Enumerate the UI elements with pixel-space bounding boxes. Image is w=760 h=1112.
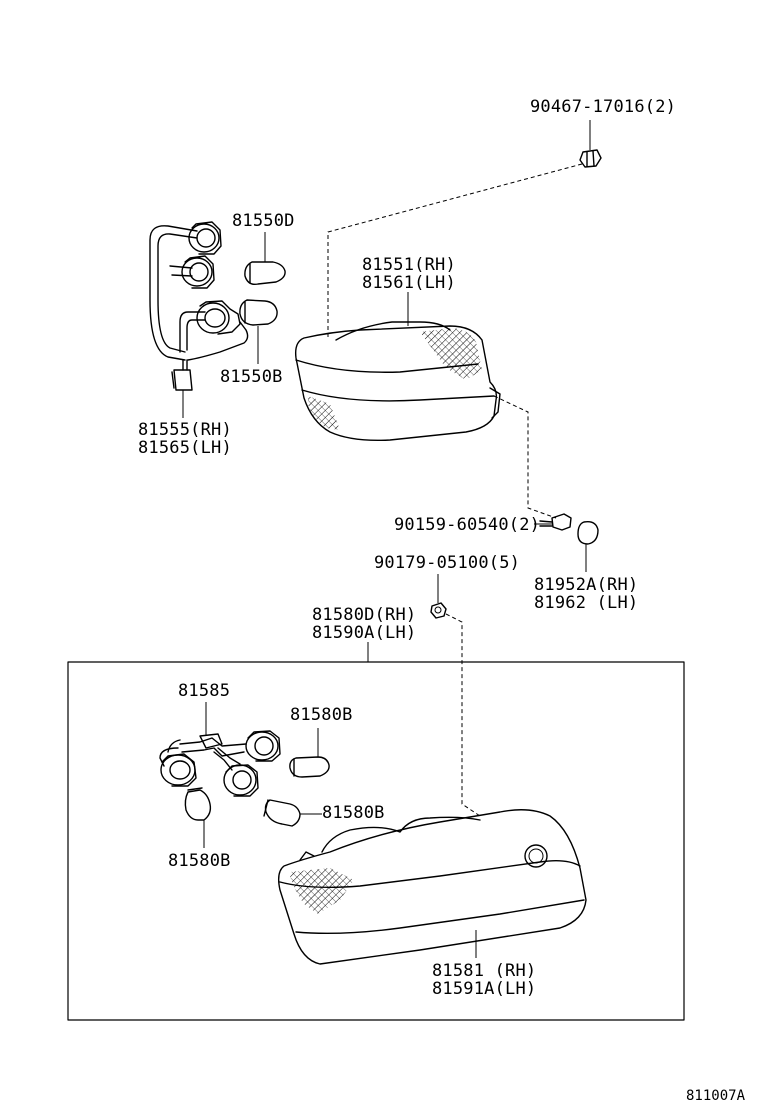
label-lens-lower-lh: 81591A(LH) <box>432 979 536 999</box>
clip-bolt-top <box>579 120 602 168</box>
dashed-guide-mid <box>493 395 557 519</box>
lens-upper <box>294 292 501 442</box>
label-wire-81585: 81585 <box>178 681 230 701</box>
screw-mid <box>534 513 572 531</box>
label-screw-mid: 90159-60540(2) <box>394 515 540 535</box>
label-assy-lower-lh: 81590A(LH) <box>312 623 416 643</box>
diagram-reference-code: 811007A <box>686 1088 746 1104</box>
label-socket-upper-lh: 81565(LH) <box>138 438 232 458</box>
label-nut-lower: 90179-05100(5) <box>374 553 520 573</box>
assembly-box-lower <box>67 661 685 1021</box>
bulb-81550d <box>244 232 286 286</box>
label-socket-upper-rh: 81555(RH) <box>138 420 232 440</box>
socket-wire-upper <box>149 221 249 418</box>
dashed-guide-lower <box>445 613 481 817</box>
bulb-81580b-2 <box>263 799 322 827</box>
nut-lower <box>430 574 447 619</box>
bulb-81550b-upper <box>239 299 278 364</box>
label-lens-lower-rh: 81581 (RH) <box>432 961 536 981</box>
label-bolt-top: 90467-17016(2) <box>530 97 676 117</box>
label-bulb-81550d: 81550D <box>232 211 295 231</box>
cap-plug <box>577 520 599 572</box>
label-cap-lh: 81962 (LH) <box>534 593 638 613</box>
bulb-81580b-1 <box>289 728 330 778</box>
label-bulb-lower-1: 81580B <box>290 705 353 725</box>
lens-lower <box>277 809 587 965</box>
label-lens-upper-lh: 81561(LH) <box>362 273 456 293</box>
label-bulb-lower-2: 81580B <box>322 803 385 823</box>
label-assy-lower-rh: 81580D(RH) <box>312 605 416 625</box>
label-lens-upper-rh: 81551(RH) <box>362 255 456 275</box>
socket-wire-lower <box>159 702 281 797</box>
label-bulb-81550b: 81550B <box>220 367 283 387</box>
bulb-81580b-3 <box>184 787 212 848</box>
label-bulb-lower-3: 81580B <box>168 851 231 871</box>
dashed-guide-top <box>327 163 583 338</box>
label-cap-rh: 81952A(RH) <box>534 575 638 595</box>
